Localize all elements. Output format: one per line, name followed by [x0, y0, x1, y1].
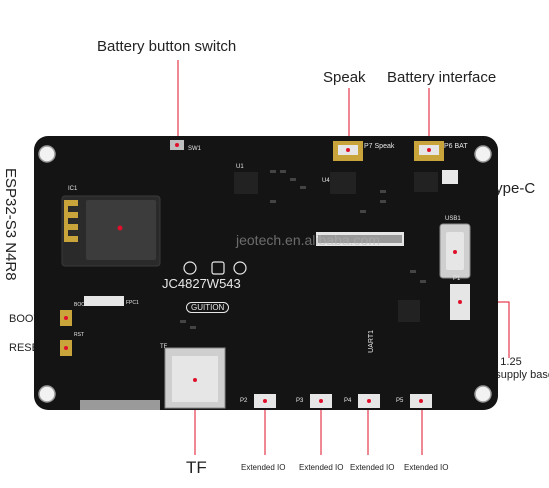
silk-brand: GUITION: [186, 302, 230, 313]
silk-p5: P5: [396, 398, 404, 404]
esp32-label: ESP32-S3 N4R8: [2, 168, 19, 281]
extended-io-label-2: Extended IO: [299, 463, 344, 472]
silk-uart: UART1: [368, 330, 375, 353]
silk-p1: P1: [453, 276, 461, 282]
extended-io-label-1: Extended IO: [241, 463, 286, 472]
silk-p7-speak: P7 Speak: [364, 143, 395, 150]
silk-u4: U4: [322, 178, 330, 184]
silk-usb: USB1: [445, 216, 461, 222]
silk-p4: P4: [344, 398, 352, 404]
type-c-label: type-C: [491, 180, 536, 197]
silk-model: JC4827W543: [162, 276, 241, 291]
boot-label: BOOT: [9, 313, 41, 325]
silk-p6-bat: P6 BAT: [444, 143, 468, 150]
silk-u1: U1: [236, 164, 244, 170]
silk-p2: P2: [240, 398, 248, 404]
speak-label: Speak: [323, 69, 366, 86]
watermark: jeotech.en.alibaba.com: [236, 232, 380, 248]
silk-boot: BOOT: [74, 302, 89, 308]
silk-sw1: SW1: [188, 146, 202, 152]
extended-io-label-4: Extended IO: [404, 463, 449, 472]
extended-io-label-3: Extended IO: [350, 463, 395, 472]
tf-callout-label: TF: [186, 458, 207, 477]
silk-p3: P3: [296, 398, 304, 404]
silk-ic1: IC1: [68, 186, 78, 192]
silk-rst: RST: [74, 332, 84, 338]
battery-interface-label: Battery interface: [387, 69, 497, 86]
silk-fpc1: FPC1: [126, 300, 139, 306]
silk-tf: TF: [160, 344, 168, 350]
battery-button-switch-label: Battery button switch: [97, 38, 237, 55]
